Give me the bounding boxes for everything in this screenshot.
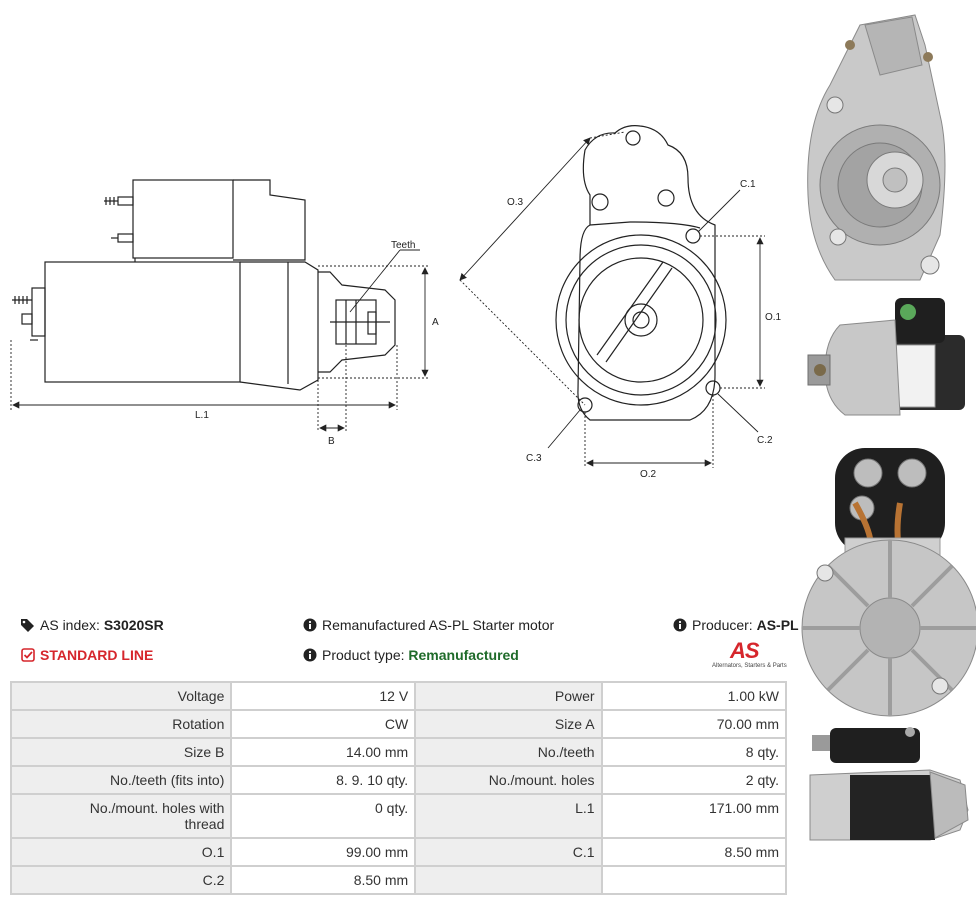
side-view <box>12 179 396 391</box>
standard-line-text: STANDARD LINE <box>40 647 154 663</box>
standard-line: STANDARD LINE <box>20 647 153 663</box>
spec-key: Voltage <box>9 681 233 711</box>
tags-icon <box>21 619 34 632</box>
product-photo-top[interactable] <box>800 720 976 850</box>
spec-value: 2 qty. <box>600 765 788 795</box>
check-square-icon <box>21 648 35 662</box>
producer: Producer: AS-PL <box>672 617 799 633</box>
as-index-label: AS index: <box>40 617 100 633</box>
label-c2: C.2 <box>757 435 773 446</box>
table-row: Voltage 12 V Power 1.00 kW <box>9 681 788 711</box>
spec-value <box>600 865 788 895</box>
table-row: No./teeth (fits into) 8. 9. 10 qty. No./… <box>9 765 788 795</box>
table-row: No./mount. holes with thread 0 qty. L.1 … <box>9 793 788 839</box>
spec-value: 0 qty. <box>230 793 417 839</box>
spec-key: No./mount. holes with thread <box>9 793 233 839</box>
product-photo-front[interactable] <box>800 5 976 290</box>
spec-key <box>414 865 603 895</box>
spec-key: Size B <box>9 737 233 767</box>
product-photos <box>800 0 976 904</box>
spec-value: 70.00 mm <box>600 709 788 739</box>
spec-key: C.2 <box>9 865 233 895</box>
product-photo-rear[interactable] <box>800 443 976 718</box>
front-view <box>555 125 727 421</box>
product-type-label: Product type: <box>322 647 405 663</box>
table-row: O.1 99.00 mm C.1 8.50 mm <box>9 837 788 867</box>
as-index-value: S3020SR <box>103 617 164 633</box>
info-circle-icon <box>303 648 317 662</box>
product-type: Product type: Remanufactured <box>302 647 519 663</box>
info-circle-icon <box>673 618 687 632</box>
label-o2: O.2 <box>640 469 657 480</box>
label-c3: C.3 <box>526 453 542 464</box>
technical-drawing: Teeth A L.1 B O.3 C <box>10 125 782 480</box>
spec-key: No./teeth (fits into) <box>9 765 233 795</box>
logo-text: AS <box>730 638 760 663</box>
front-view-dimensions <box>459 131 765 468</box>
table-row: C.2 8.50 mm <box>9 865 788 895</box>
producer-value: AS-PL <box>756 617 799 633</box>
label-o1: O.1 <box>765 312 782 323</box>
spec-value: 171.00 mm <box>600 793 788 839</box>
spec-value: 1.00 kW <box>600 681 788 711</box>
label-o3: O.3 <box>507 197 524 208</box>
label-c1: C.1 <box>740 179 756 190</box>
side-view-dimensions <box>10 249 430 432</box>
table-row: Size B 14.00 mm No./teeth 8 qty. <box>9 737 788 767</box>
spec-key: O.1 <box>9 837 233 867</box>
table-row: Rotation CW Size A 70.00 mm <box>9 709 788 739</box>
label-b: B <box>328 436 335 447</box>
spec-key: Size A <box>414 709 603 739</box>
producer-label: Producer: <box>692 617 753 633</box>
label-teeth: Teeth <box>391 240 415 251</box>
spec-key: Power <box>414 681 603 711</box>
label-a: A <box>432 317 439 328</box>
spec-value: 8 qty. <box>600 737 788 767</box>
info-circle-icon <box>303 618 317 632</box>
spec-key: L.1 <box>414 793 603 839</box>
spec-value: 8.50 mm <box>230 865 417 895</box>
spec-key: No./mount. holes <box>414 765 603 795</box>
spec-key: No./teeth <box>414 737 603 767</box>
description-text: Remanufactured AS-PL Starter motor <box>322 617 555 633</box>
spec-value: 8. 9. 10 qty. <box>230 765 417 795</box>
spec-value: 14.00 mm <box>230 737 417 767</box>
product-description: Remanufactured AS-PL Starter motor <box>302 617 554 633</box>
spec-value: CW <box>230 709 417 739</box>
product-photo-side[interactable] <box>800 290 976 440</box>
spec-value: 12 V <box>230 681 417 711</box>
spec-value: 8.50 mm <box>600 837 788 867</box>
logo-tagline: Alternators, Starters & Parts <box>712 663 787 669</box>
spec-table: Voltage 12 V Power 1.00 kW Rotation CW S… <box>9 681 788 895</box>
product-type-value: Remanufactured <box>408 647 519 663</box>
as-pl-logo: AS Alternators, Starters & Parts <box>712 638 792 672</box>
label-l1: L.1 <box>195 410 209 421</box>
spec-value: 99.00 mm <box>230 837 417 867</box>
spec-key: Rotation <box>9 709 233 739</box>
as-index: AS index: S3020SR <box>20 617 164 633</box>
spec-key: C.1 <box>414 837 603 867</box>
